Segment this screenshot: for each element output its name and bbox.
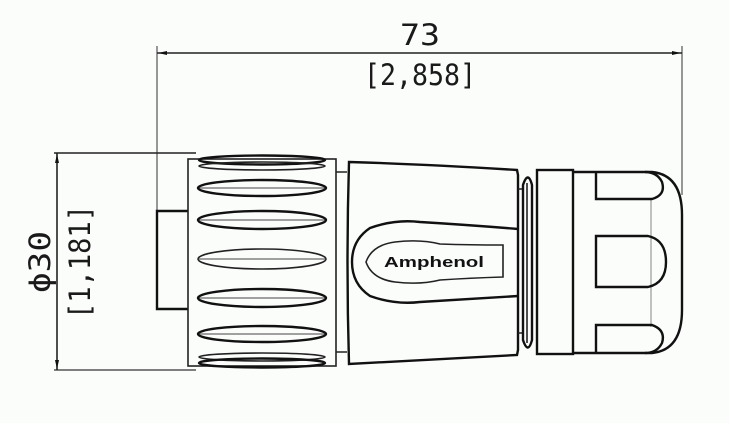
coupling-nut <box>187 154 337 369</box>
body-outline <box>346 160 520 366</box>
diameter-mm-label: ϕ30 <box>23 231 57 293</box>
gland-finger-bottom <box>594 323 665 355</box>
sealing-ring <box>518 176 534 349</box>
logo-recess-inner <box>365 240 504 284</box>
length-dimension: 73 [2,858] <box>156 18 683 210</box>
arrowhead-top-icon <box>55 154 59 163</box>
arrowhead-bottom-icon <box>55 360 59 369</box>
diameter-dimension: ϕ30 [1,181] <box>23 152 196 371</box>
length-inch-label: [2,858] <box>364 58 476 92</box>
gland-finger-top <box>594 170 665 201</box>
front-stub <box>155 209 188 311</box>
gland-finger-middle <box>594 234 668 289</box>
coupling-nut-outline <box>187 158 337 367</box>
o-ring <box>521 176 534 349</box>
brand-label: Amphenol <box>384 254 484 271</box>
nut-body-collar <box>336 171 347 353</box>
grip-ribs <box>196 154 328 369</box>
arrowhead-left-icon <box>158 51 167 55</box>
gland-dome <box>573 170 684 355</box>
cable-gland <box>535 168 684 356</box>
length-mm-label: 73 <box>400 18 440 52</box>
connector-body: Amphenol <box>346 160 520 366</box>
logo-recess-outer <box>350 220 519 304</box>
gland-collar <box>535 168 575 356</box>
arrowhead-right-icon <box>672 51 681 55</box>
diameter-inch-label: [1,181] <box>63 205 97 319</box>
